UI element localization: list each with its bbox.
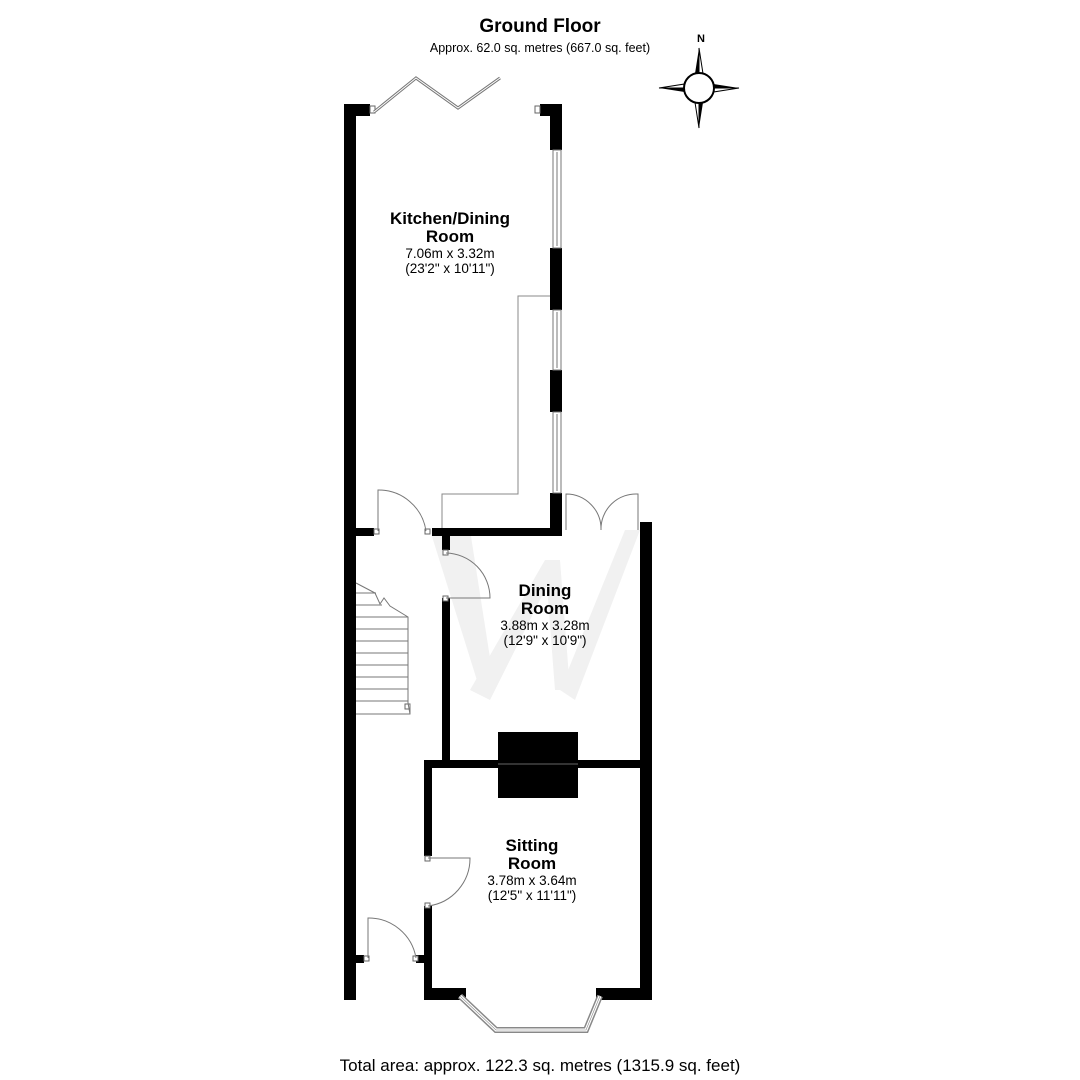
room-name: Kitchen/Dining bbox=[390, 209, 510, 228]
room-name: Dining bbox=[518, 581, 572, 600]
compass-north-label: N bbox=[697, 33, 705, 45]
room-name: Room bbox=[520, 598, 570, 618]
room-dimensions-imperial: (12'9" x 10'9") bbox=[503, 633, 587, 649]
watermark-logo bbox=[430, 530, 640, 700]
walls bbox=[344, 104, 652, 1000]
room-name: Sitting bbox=[505, 836, 559, 855]
bifold-door bbox=[373, 76, 501, 114]
room-dimensions-imperial: (12'5" x 11'11") bbox=[487, 888, 577, 904]
floor-title: Ground Floor bbox=[479, 16, 601, 37]
kitchen-windows bbox=[552, 149, 562, 494]
room-name: Room bbox=[507, 853, 557, 873]
staircase bbox=[355, 582, 411, 715]
door-swings bbox=[367, 489, 639, 959]
bay-window bbox=[457, 993, 603, 1033]
room-label-kitchen-dining: Kitchen/Dining Room 7.06m x 3.32m (23'2"… bbox=[370, 210, 530, 277]
room-dimensions-imperial: (23'2" x 10'11") bbox=[405, 261, 495, 277]
room-dimensions-metric: 3.88m x 3.28m bbox=[500, 617, 590, 633]
door-jambs bbox=[363, 105, 541, 962]
kitchen-counter bbox=[441, 295, 550, 528]
room-label-sitting: Sitting Room 3.78m x 3.64m (12'5" x 11'1… bbox=[457, 837, 607, 904]
room-dimensions-metric: 7.06m x 3.32m bbox=[405, 245, 495, 261]
compass-rose-icon bbox=[658, 47, 740, 129]
floor-area-subtitle: Approx. 62.0 sq. metres (667.0 sq. feet) bbox=[429, 41, 651, 55]
room-label-dining: Dining Room 3.88m x 3.28m (12'9" x 10'9"… bbox=[470, 582, 620, 649]
total-area-footer: Total area: approx. 122.3 sq. metres (13… bbox=[339, 1056, 741, 1075]
room-dimensions-metric: 3.78m x 3.64m bbox=[487, 872, 577, 888]
room-name: Room bbox=[425, 226, 475, 246]
